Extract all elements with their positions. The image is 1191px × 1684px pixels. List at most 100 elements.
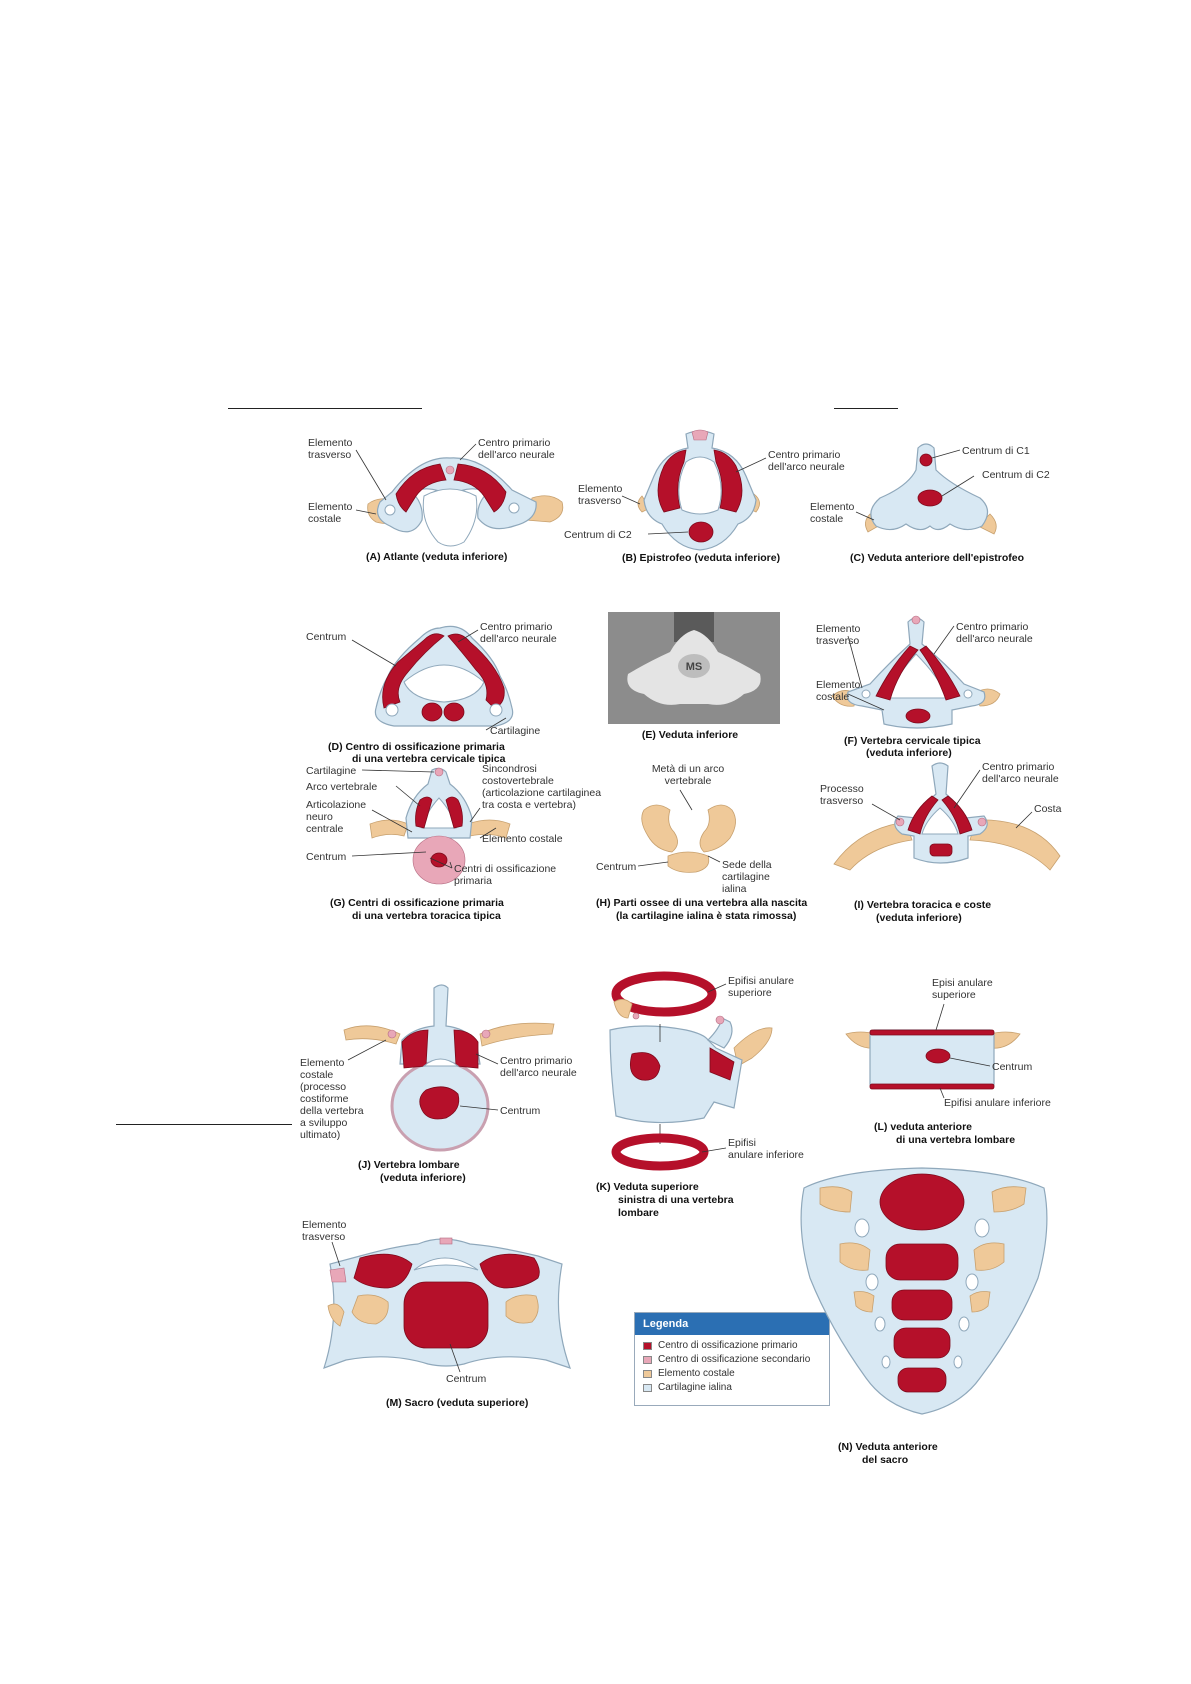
leader: [347, 1039, 387, 1061]
label-primary-arch-center: Centro primario: [500, 1055, 573, 1067]
label-centrum-c2: Centrum di C2: [564, 529, 632, 541]
leader: [935, 1003, 945, 1031]
lumbar-body-lateral: [609, 1025, 743, 1124]
right-costal-element: [977, 513, 997, 535]
sacrum-superior-drawing: Elemento trasverso Centrum (M) Sacro (ve…: [302, 1219, 571, 1409]
panel-g-caption: (G) Centri di ossificazione primaria: [330, 897, 504, 909]
leader: [637, 861, 669, 867]
label-inferior-epiphysis-2: anulare inferiore: [728, 1149, 804, 1161]
right-costal-s2: [973, 1242, 1005, 1271]
sacrum-anterior-drawing: (N) Veduta anteriore del sacro: [800, 1167, 1048, 1466]
leader: [847, 635, 863, 689]
label-costal-element: Elemento: [810, 501, 855, 513]
leader: [395, 785, 421, 807]
leader: [475, 1053, 499, 1065]
s4-centrum: [893, 1327, 951, 1359]
label-primary-arch-center: Centro primario: [956, 621, 1029, 633]
label-transverse-process: Processo: [820, 783, 864, 795]
leader: [1015, 811, 1033, 829]
legend-swatch-cartilage: [643, 1384, 652, 1392]
label-inferior-epiphysis: Epifisi anulare inferiore: [944, 1097, 1051, 1109]
legend-swatch-primary: [643, 1342, 652, 1350]
centrum-bone: [667, 851, 710, 873]
centrum: [929, 843, 953, 857]
legend-swatch-secondary: [643, 1356, 652, 1364]
label-costal-element: Elemento: [816, 679, 861, 691]
panel-f-typical-cervical: Elemento trasverso Centro primario dell'…: [804, 614, 1094, 760]
leader: [931, 449, 961, 459]
label-transverse-element: Elemento: [816, 623, 861, 635]
panel-b-axis: Centro primario dell'arco neurale Elemen…: [560, 428, 860, 570]
panel-n-caption: (N) Veduta anteriore: [838, 1441, 938, 1453]
centrum: [419, 1086, 460, 1120]
arch-center: [709, 1047, 735, 1081]
label-centrum: Centrum: [446, 1373, 487, 1385]
left-arch-center: [353, 1253, 413, 1289]
label-transverse-element: Elemento: [308, 437, 353, 449]
right-foramen-4: [953, 1355, 963, 1369]
left-costal-element: [351, 1294, 389, 1325]
panel-a-caption: (A) Atlante (veduta inferiore): [366, 551, 507, 563]
left-costal-s3: [853, 1291, 875, 1313]
label-ms: MS: [686, 661, 703, 673]
right-foramen-2: [965, 1273, 979, 1291]
label-primary-arch-center: Centro primario: [480, 621, 553, 633]
label-primary-arch-center: Centro primario: [982, 761, 1055, 773]
label-synchondrosis-2: costovertebrale: [482, 775, 554, 787]
lumbar-spinous: [706, 1017, 733, 1049]
legend-item-secondary: Centro di ossificazione secondario: [635, 1353, 829, 1367]
left-foramen-2: [865, 1273, 879, 1291]
axis-anterior-body: [870, 443, 989, 531]
vertebral-foramen: [421, 797, 457, 829]
leader: [679, 789, 693, 811]
left-foramen-4: [881, 1355, 891, 1369]
axis-drawing: Centro primario dell'arco neurale Elemen…: [564, 429, 845, 564]
left-arch-center: [401, 1029, 429, 1069]
panel-k-caption: (K) Veduta superiore: [596, 1181, 699, 1193]
left-arch-center: [907, 795, 939, 835]
left-alar-costal: [327, 1303, 345, 1327]
right-arch-center: [941, 795, 973, 835]
right-costal-s1: [991, 1186, 1027, 1213]
label-neurocentral-joint-3: centrale: [306, 823, 344, 835]
right-arch-center: [479, 1253, 540, 1289]
panel-h-newborn-vertebra: Metà di un arco vertebrale Centrum Sede …: [596, 760, 846, 930]
right-costal-process: [479, 1022, 555, 1047]
leader: [933, 625, 955, 655]
panel-m-sacrum-superior: Elemento trasverso Centrum (M) Sacro (ve…: [300, 1216, 620, 1410]
superior-annular-epiphysis: [611, 971, 717, 1017]
centrum: [905, 708, 931, 724]
panel-k-caption-3: lombare: [618, 1207, 659, 1219]
label-superior-epiphysis: Episi anulare: [932, 977, 993, 989]
leader: [429, 857, 453, 869]
s5-centrum: [897, 1367, 947, 1393]
leader: [469, 807, 481, 823]
newborn-vertebra-drawing: Metà di un arco vertebrale Centrum Sede …: [596, 763, 807, 922]
panel-f-caption-2: (veduta inferiore): [866, 747, 952, 759]
thoracic-primary-drawing: Cartilagine Arco vertebrale Articolazion…: [306, 763, 601, 922]
leader: [939, 1087, 945, 1099]
label-centrum: Centrum: [596, 861, 637, 873]
label-primary-arch-center-2: dell'arco neurale: [768, 461, 845, 473]
s2-centrum: [885, 1243, 959, 1281]
legend-label: Elemento costale: [658, 1368, 735, 1379]
left-wing-secondary: [329, 1267, 347, 1283]
label-cartilage-site: Sede della: [722, 859, 772, 871]
label-neurocentral-joint-2: neuro: [306, 811, 333, 823]
label-costal-element-2: costale: [810, 513, 843, 525]
right-neural-arch-center: [447, 633, 505, 709]
left-foramen-1: [854, 1218, 870, 1238]
legend-label: Cartilagine ialina: [658, 1382, 732, 1393]
leader: [701, 1147, 727, 1153]
centrum-c2: [917, 489, 943, 507]
label-inferior-epiphysis: Epifisi: [728, 1137, 756, 1149]
right-neural-arch-center: [919, 645, 961, 701]
right-centrum-half: [443, 702, 465, 722]
centrum: [629, 1052, 661, 1081]
right-transverse-foramen: [489, 703, 503, 717]
posterior-secondary-center: [445, 465, 455, 475]
leader: [371, 809, 413, 833]
cervical-primary-drawing: Centrum Centro primario dell'arco neural…: [306, 621, 557, 765]
s3-centrum: [891, 1289, 953, 1321]
ct-image: MS (E) Veduta inferiore: [608, 612, 780, 741]
